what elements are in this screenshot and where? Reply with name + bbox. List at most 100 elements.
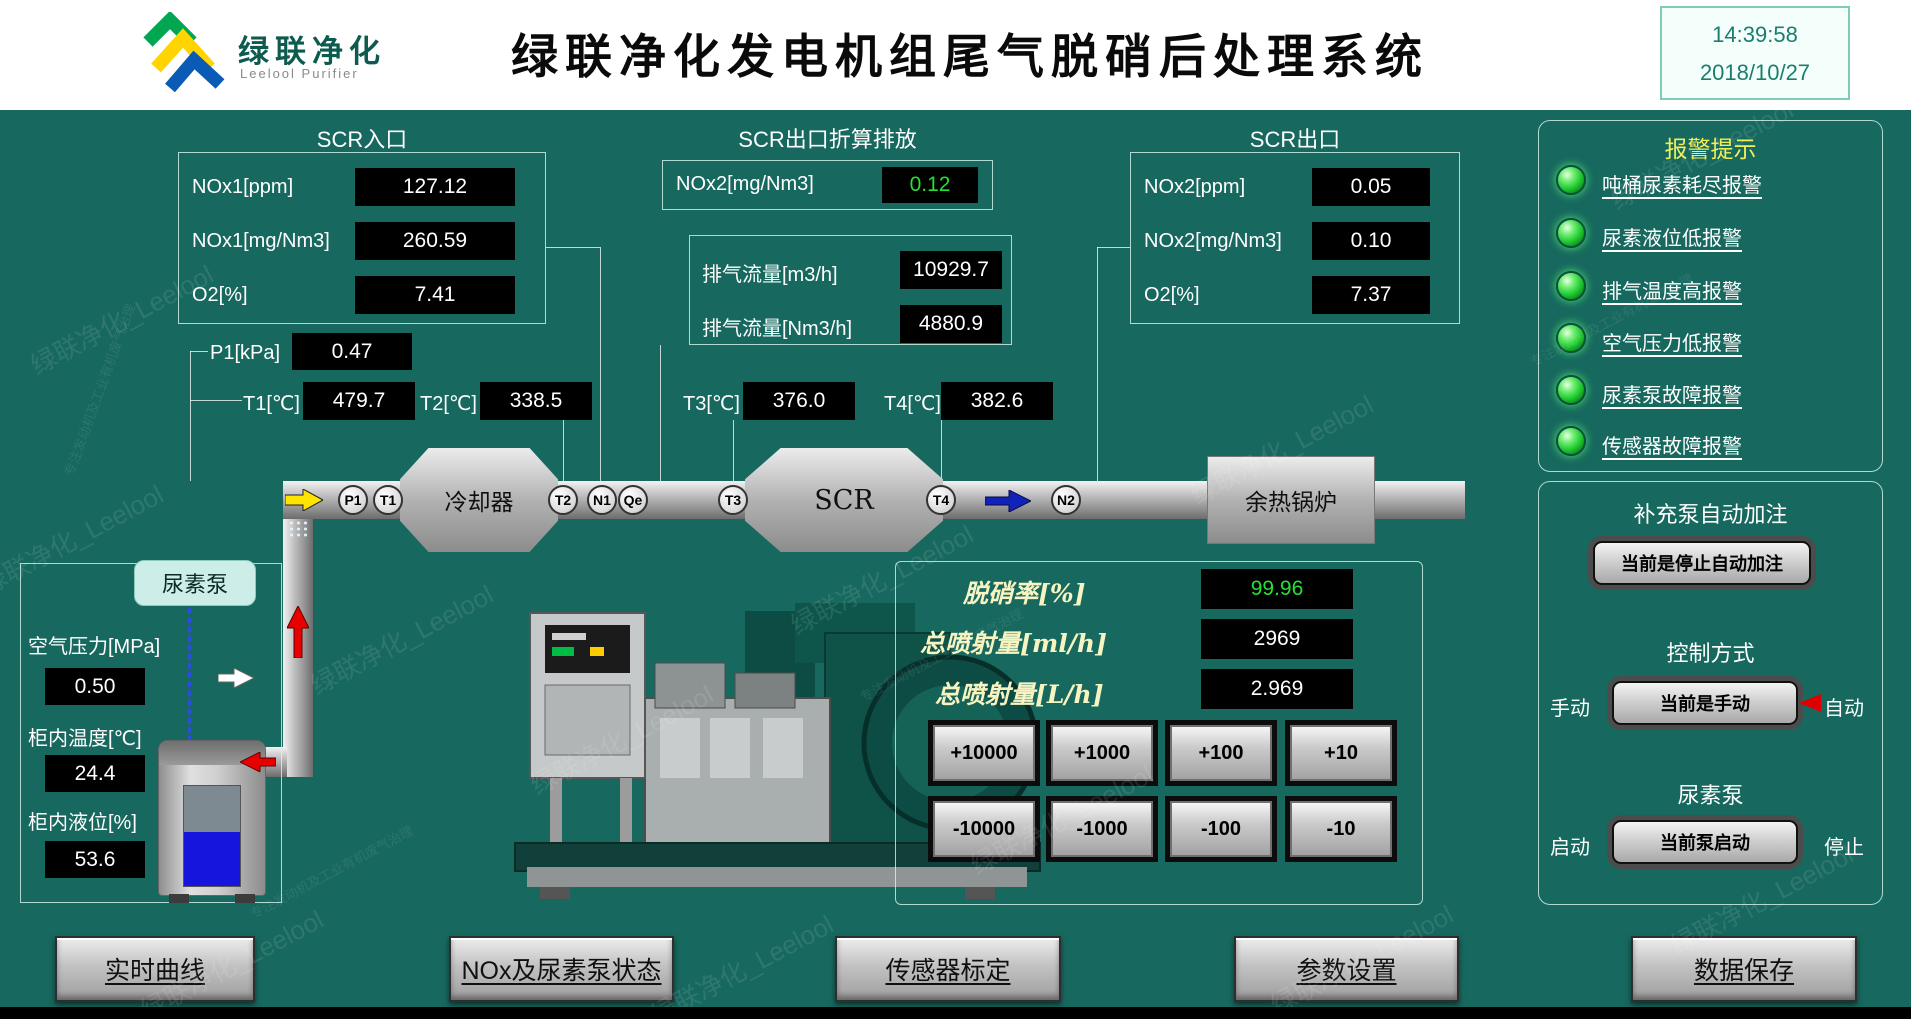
tank-level-window <box>183 785 241 887</box>
scr-inlet-panel <box>178 152 546 324</box>
scr-outlet-row-value: 7.37 <box>1312 276 1430 314</box>
adjust-plus-10-button[interactable]: +10 <box>1290 725 1392 781</box>
scr-inlet-row-value: 260.59 <box>355 222 515 260</box>
flow-arrow-red-up-icon <box>287 606 309 658</box>
page-title: 绿联净化发电机组尾气脱硝后处理系统 <box>511 30 1429 85</box>
exhaust-flow-value: 10929.7 <box>900 251 1002 289</box>
tank-foot <box>235 894 255 903</box>
alarm-item: 尿素泵故障报警 <box>1602 385 1742 407</box>
denox-rate-value: 99.96 <box>1201 569 1353 609</box>
scr-unit: SCR <box>745 448 943 552</box>
flow-arrow-white-icon <box>218 668 254 688</box>
pipe-node-qe: Qe <box>618 485 648 515</box>
adjust-plus-10000-button[interactable]: +10000 <box>933 725 1035 781</box>
pipe-node-t1: T1 <box>373 485 403 515</box>
exhaust-flow-label: 排气流量[Nm3/h] <box>702 318 853 340</box>
scr-outlet-row-label: NOx2[mg/Nm3] <box>1144 230 1282 252</box>
injector-grid-icon <box>288 520 310 538</box>
alarm-led <box>1556 165 1586 195</box>
alarm-item: 吨桶尿素耗尽报警 <box>1602 175 1762 197</box>
pump-toggle-button[interactable]: 当前泵启动 <box>1612 820 1798 864</box>
alarm-panel <box>1538 120 1883 472</box>
mode-left-label: 手动 <box>1550 698 1590 720</box>
connector-line <box>563 420 564 486</box>
connector-line <box>190 351 191 481</box>
t2-value: 338.5 <box>480 382 592 420</box>
t1-value: 479.7 <box>303 382 415 420</box>
flow-arrow-red-left-icon <box>240 752 276 772</box>
pipe-node-t3: T3 <box>718 485 748 515</box>
cabinet-level-label: 柜内液位[%] <box>28 812 137 834</box>
company-logo-icon <box>138 12 230 96</box>
pipe-node-n2: N2 <box>1051 485 1081 515</box>
adjust-plus-100-button[interactable]: +100 <box>1170 725 1272 781</box>
watermark-text: 绿联净化_Leelool <box>305 579 499 701</box>
watermark-tagline: 专注发动机及工业有机废气治理 <box>61 301 139 478</box>
alarm-led <box>1556 375 1586 405</box>
pipe-node-t4: T4 <box>926 485 956 515</box>
dosing-panel <box>895 561 1423 905</box>
t3-value: 376.0 <box>743 382 855 420</box>
alarm-led <box>1556 426 1586 456</box>
nav-nox-pump-status-button[interactable]: NOx及尿素泵状态 <box>449 936 674 1002</box>
scr-converted-nox-value: 0.12 <box>882 167 978 203</box>
scr-converted-nox-label: NOx2[mg/Nm3] <box>676 173 814 195</box>
connector-line <box>1097 247 1098 481</box>
scr-outlet-panel <box>1130 152 1460 324</box>
adjust-minus-1000-button[interactable]: -1000 <box>1051 801 1153 857</box>
waste-heat-boiler-unit: 余热锅炉 <box>1207 456 1375 544</box>
scr-converted-nox-panel <box>662 160 993 210</box>
brand-name: 绿联净化 <box>238 34 386 69</box>
alarm-led <box>1556 271 1586 301</box>
mode-pointer-icon <box>1799 694 1821 712</box>
nav-parameter-settings-button[interactable]: 参数设置 <box>1234 936 1459 1002</box>
nav-data-save-button[interactable]: 数据保存 <box>1631 936 1857 1002</box>
tank-foot <box>169 894 189 903</box>
alarm-item: 空气压力低报警 <box>1602 333 1742 355</box>
adjust-plus-1000-button[interactable]: +1000 <box>1051 725 1153 781</box>
control-panel <box>1538 481 1883 905</box>
mode-toggle-button[interactable]: 当前是手动 <box>1612 681 1798 725</box>
scr-converted-title: SCR出口折算排放 <box>738 127 917 152</box>
t4-label: T4[℃] <box>884 393 941 415</box>
connector-line <box>600 247 601 481</box>
adjust-minus-10000-button[interactable]: -10000 <box>933 801 1035 857</box>
t2-label: T2[℃] <box>420 393 477 415</box>
header-bar: 绿联净化 Leelool Purifier 绿联净化发电机组尾气脱硝后处理系统 … <box>0 0 1911 110</box>
pump-title: 尿素泵 <box>1677 783 1744 808</box>
injection-l-value: 2.969 <box>1201 669 1353 709</box>
adjust-minus-10-button[interactable]: -10 <box>1290 801 1392 857</box>
alarm-led <box>1556 323 1586 353</box>
alarm-item: 排气温度高报警 <box>1602 281 1742 303</box>
adjust-minus-100-button[interactable]: -100 <box>1170 801 1272 857</box>
clock-panel: 14:39:58 2018/10/27 <box>1660 6 1850 100</box>
flow-arrow-blue-icon <box>985 490 1031 512</box>
air-pressure-value: 0.50 <box>45 668 145 705</box>
urea-tank <box>158 740 266 903</box>
exhaust-flow-label: 排气流量[m3/h] <box>702 264 838 286</box>
scr-inlet-row-value: 7.41 <box>355 276 515 314</box>
cooler-unit: 冷却器 <box>400 448 558 552</box>
scr-inlet-row-label: NOx1[ppm] <box>192 176 294 198</box>
connector-line <box>941 420 942 486</box>
pump-right-label: 停止 <box>1824 837 1864 859</box>
alarm-item: 传感器故障报警 <box>1602 436 1742 458</box>
denox-rate-label: 脱硝率[%] <box>963 579 1086 608</box>
nav-realtime-curve-button[interactable]: 实时曲线 <box>55 936 255 1002</box>
exhaust-flow-panel <box>689 235 1012 345</box>
alarm-panel-title: 报警提示 <box>1664 136 1757 162</box>
nav-sensor-calibration-button[interactable]: 传感器标定 <box>835 936 1061 1002</box>
refill-toggle-button[interactable]: 当前是停止自动加注 <box>1593 541 1811 585</box>
injection-ml-value: 2969 <box>1201 619 1353 659</box>
injection-l-label: 总喷射量[L/h] <box>935 680 1104 709</box>
pipe-node-n1: N1 <box>587 485 617 515</box>
t4-value: 382.6 <box>941 382 1053 420</box>
scr-outlet-row-value: 0.05 <box>1312 168 1430 206</box>
connector-line <box>190 400 242 401</box>
pipe-node-p1: P1 <box>338 485 368 515</box>
scr-outlet-row-label: O2[%] <box>1144 284 1200 306</box>
scr-inlet-row-label: O2[%] <box>192 284 248 306</box>
t1-label: T1[℃] <box>243 393 300 415</box>
pump-left-label: 启动 <box>1550 837 1590 859</box>
